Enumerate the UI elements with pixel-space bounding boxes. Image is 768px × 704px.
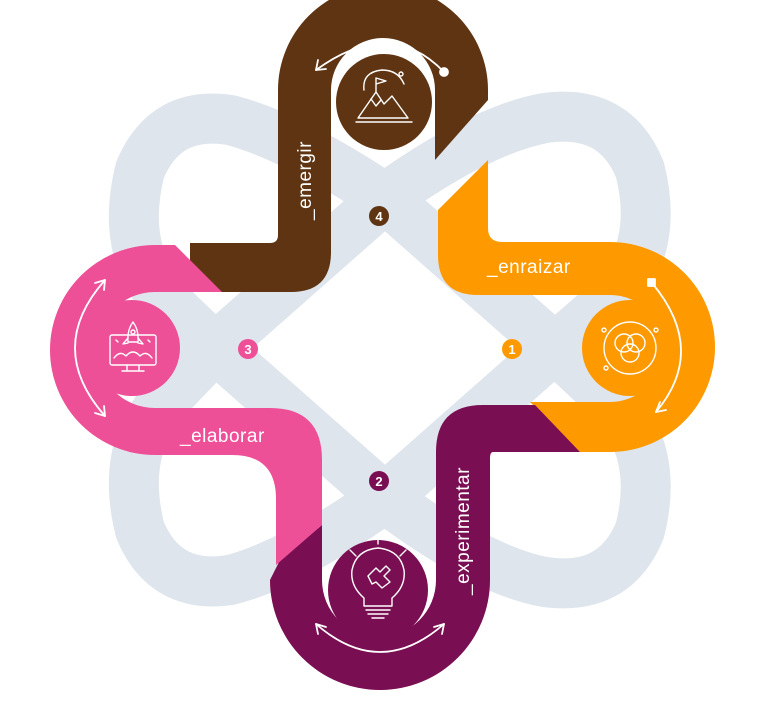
circle-experimentar: [328, 540, 428, 640]
arrow-elaborar: [74, 279, 106, 417]
badge-number: 2: [375, 474, 382, 489]
segment-enraizar: [438, 160, 715, 452]
badge-2: 2: [369, 471, 389, 491]
mountain-flag-icon: [355, 69, 413, 123]
label-emergir: _emergir: [295, 141, 316, 221]
lightbulb-puzzle-icon: [349, 537, 407, 619]
rocket-monitor-icon: [109, 321, 157, 372]
circles-venn-icon: [601, 321, 659, 375]
label-enraizar: _enraizar: [486, 257, 571, 278]
badge-number: 1: [508, 342, 515, 357]
track-upper-left-loop: [108, 93, 410, 373]
arrow-emergir: [315, 42, 449, 77]
label-elaborar: _elaborar: [179, 426, 265, 447]
circle-elaborar: [84, 300, 180, 396]
badge-3: 3: [238, 339, 258, 359]
arrow-experimentar: [315, 623, 445, 653]
segment-experimentar: [270, 405, 580, 690]
badge-1: 1: [502, 339, 522, 359]
arrow-enraizar: [647, 278, 682, 413]
badge-number: 4: [375, 209, 383, 224]
track: [108, 91, 671, 609]
badge-number: 3: [244, 342, 251, 357]
segment-emergir: [190, 0, 488, 292]
circle-emergir: [336, 54, 432, 150]
label-experimentar: _experimentar: [453, 467, 474, 596]
circle-enraizar: [582, 300, 678, 396]
badge-4: 4: [369, 206, 389, 226]
track-lower-left-loop: [108, 323, 410, 607]
segment-elaborar: [50, 245, 322, 565]
